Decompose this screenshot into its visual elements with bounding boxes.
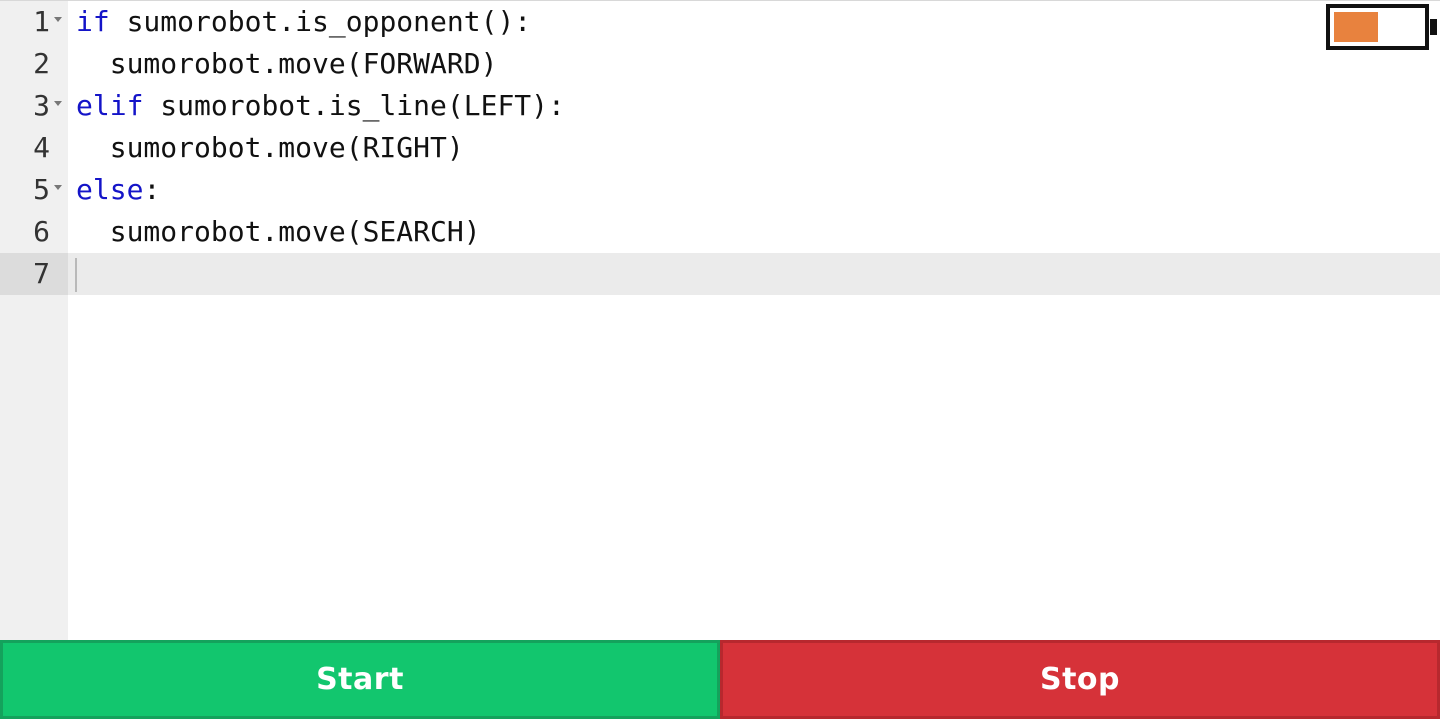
fold-arrow-icon[interactable] — [54, 101, 62, 106]
battery-level-fill — [1334, 12, 1378, 42]
code-lines: 1 if sumorobot.is_opponent(): 2 sumorobo… — [0, 1, 1440, 295]
line-number: 1 — [33, 5, 50, 38]
line-text: sumorobot.move(SEARCH) — [76, 211, 481, 253]
code-text: : — [143, 173, 161, 206]
code-line[interactable]: 6 sumorobot.move(SEARCH) — [0, 211, 1440, 253]
code-text: sumorobot.move(SEARCH) — [76, 215, 481, 248]
line-number-text: 7 — [33, 257, 50, 290]
line-number-gutter — [0, 1, 68, 641]
line-text: if sumorobot.is_opponent(): — [76, 1, 531, 43]
line-text: sumorobot.move(FORWARD) — [76, 43, 498, 85]
text-cursor — [75, 258, 77, 292]
code-line[interactable]: 5 else: — [0, 169, 1440, 211]
start-button-label: Start — [316, 662, 404, 697]
stop-button-label: Stop — [1039, 662, 1121, 697]
code-line[interactable]: 1 if sumorobot.is_opponent(): — [0, 1, 1440, 43]
line-number: 4 — [33, 131, 50, 164]
code-line[interactable]: 3 elif sumorobot.is_line(LEFT): — [0, 85, 1440, 127]
line-number: 2 — [33, 47, 50, 80]
line-number: 5 — [33, 173, 50, 206]
line-text: sumorobot.move(RIGHT) — [76, 127, 464, 169]
battery-tip — [1430, 19, 1437, 35]
line-number: 7 — [0, 253, 68, 295]
keyword: else — [76, 173, 144, 206]
stop-button[interactable]: Stop — [720, 640, 1440, 719]
active-code-line[interactable]: 7 — [0, 253, 1440, 295]
code-text: sumorobot.is_line(LEFT): — [143, 89, 565, 122]
code-editor[interactable]: 1 if sumorobot.is_opponent(): 2 sumorobo… — [0, 0, 1440, 641]
code-text: sumorobot.is_opponent(): — [109, 5, 532, 38]
keyword: elif — [76, 89, 144, 122]
fold-arrow-icon[interactable] — [54, 185, 62, 190]
code-text: sumorobot.move(RIGHT) — [76, 131, 464, 164]
keyword: if — [76, 5, 110, 38]
line-text: else: — [76, 169, 160, 211]
code-text: sumorobot.move(FORWARD) — [76, 47, 498, 80]
fold-arrow-icon[interactable] — [54, 17, 62, 22]
line-number: 6 — [33, 215, 50, 248]
code-line[interactable]: 4 sumorobot.move(RIGHT) — [0, 127, 1440, 169]
line-number: 3 — [33, 89, 50, 122]
code-line[interactable]: 2 sumorobot.move(FORWARD) — [0, 43, 1440, 85]
start-button[interactable]: Start — [0, 640, 720, 719]
battery-icon — [1326, 4, 1437, 50]
line-text: elif sumorobot.is_line(LEFT): — [76, 85, 565, 127]
